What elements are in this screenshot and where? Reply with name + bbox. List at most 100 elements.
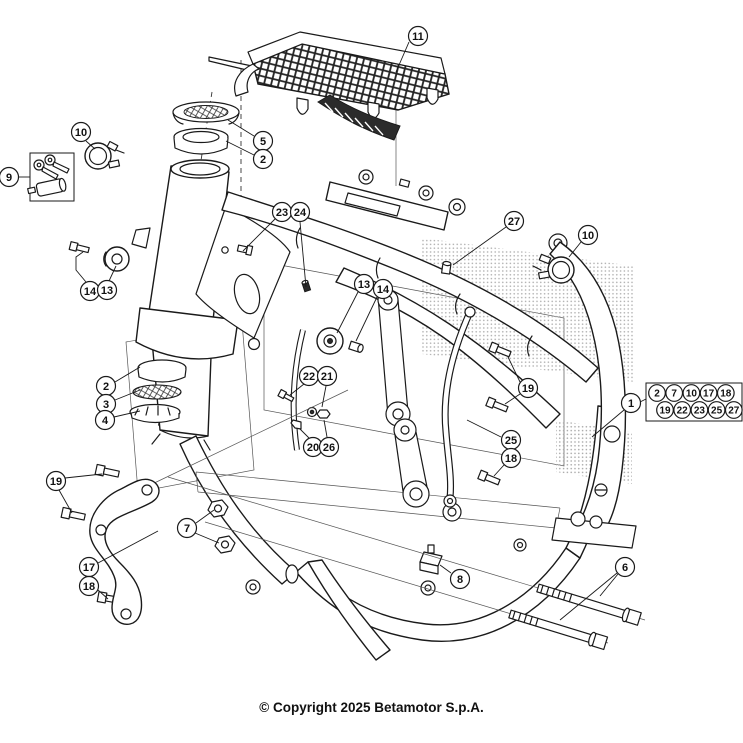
- callout-leader-2: [225, 140, 255, 156]
- fasteners: [60, 241, 646, 651]
- callout-27: [503, 210, 525, 232]
- callout-leader-10: [85, 140, 96, 150]
- mesh-washer: [132, 384, 182, 400]
- callout-6: [614, 556, 636, 578]
- callout-leader-27: [452, 226, 507, 266]
- callout-leader-5: [227, 119, 255, 137]
- callout-leader-1: [639, 398, 647, 403]
- ignition-lock-kit: [27, 152, 75, 202]
- callout-label-19: 19: [50, 476, 62, 488]
- t-nut: [419, 544, 443, 575]
- side-stay-bracket: [89, 389, 349, 625]
- callout-leader-14: [75, 251, 87, 283]
- callout-2: [252, 148, 274, 170]
- legend-label-19: 19: [659, 405, 671, 416]
- legend-callout-2: [648, 384, 666, 402]
- upper-engine-bracket: [325, 169, 568, 253]
- rear-bracket-plate: [549, 241, 637, 549]
- callout-leader-18: [493, 464, 505, 477]
- bearing-cap-ring: [172, 101, 240, 125]
- legend-label-27: 27: [728, 405, 740, 416]
- clamp-right: [532, 253, 575, 284]
- callout-leader-14: [355, 296, 378, 342]
- callout-leader-21: [321, 385, 327, 408]
- ribbed-washer: [129, 403, 181, 424]
- callout-label-13: 13: [101, 285, 113, 297]
- legend-label-10: 10: [686, 388, 698, 399]
- flange-nut: [207, 499, 236, 554]
- callout-21: [316, 365, 338, 387]
- copyright-text: © Copyright 2025 Betamotor S.p.A.: [259, 700, 484, 715]
- legend-label-2: 2: [654, 388, 660, 399]
- callout-leader-22: [289, 383, 305, 396]
- callout-label-20: 20: [307, 442, 319, 454]
- callout-13: [353, 273, 375, 295]
- callout-leader-19: [507, 356, 521, 383]
- callout-label-3: 3: [103, 399, 109, 411]
- callout-leader-19: [58, 489, 73, 514]
- callout-leader-24: [299, 221, 307, 288]
- callout-19: [517, 377, 539, 399]
- callout-label-7: 7: [184, 523, 190, 535]
- callout-10: [577, 224, 599, 246]
- callout-label-1: 1: [628, 398, 634, 410]
- callout-label-11: 11: [412, 31, 424, 43]
- callout-leader-13: [108, 265, 117, 282]
- footrest-plate: [208, 31, 450, 280]
- callout-1: [620, 392, 642, 414]
- legend-callout-25: [707, 401, 726, 419]
- legend-label-7: 7: [671, 388, 677, 399]
- callout-26: [318, 436, 340, 458]
- callout-label-27: 27: [508, 216, 520, 228]
- washer-stack: [129, 359, 187, 424]
- callout-label-26: 26: [323, 442, 335, 454]
- callout-leader-11: [395, 41, 410, 73]
- callout-9: [0, 166, 20, 188]
- callout-label-10: 10: [75, 127, 87, 139]
- callout-leader-26: [323, 419, 328, 438]
- legend-callout-19: [656, 401, 674, 419]
- callout-label-17: 17: [83, 562, 95, 574]
- callout-leader-19: [504, 393, 521, 405]
- lower-bearing-ring: [137, 359, 187, 383]
- callout-leader-3: [114, 389, 141, 401]
- callout-24: [289, 201, 311, 223]
- callout-leader-13: [336, 291, 359, 334]
- callout-leader-4: [113, 410, 141, 418]
- legend-callout-17: [699, 384, 718, 402]
- legend-callout-22: [673, 401, 692, 419]
- callout-label-10: 10: [582, 230, 594, 242]
- callout-leader-17: [97, 530, 159, 564]
- callout-label-8: 8: [457, 574, 463, 586]
- callout-14: [372, 278, 394, 300]
- legend-label-23: 23: [694, 405, 706, 416]
- callout-8: [449, 568, 471, 590]
- callout-label-2: 2: [260, 154, 266, 166]
- callout-label-4: 4: [102, 415, 109, 427]
- callout-label-18: 18: [505, 453, 517, 465]
- callout-leader-7: [194, 532, 220, 544]
- callout-leader-8: [439, 564, 452, 574]
- legend-label-25: 25: [711, 405, 723, 416]
- callout-label-6: 6: [622, 562, 628, 574]
- callout-leader-7: [195, 509, 215, 524]
- callout-leader-2: [114, 366, 141, 383]
- long-bolt: [536, 583, 642, 626]
- legend-label-17: 17: [703, 388, 715, 399]
- callout-18: [500, 447, 522, 469]
- callout-leader-19: [64, 473, 103, 479]
- callout-label-25: 25: [505, 435, 517, 447]
- callout-label-23: 23: [276, 207, 288, 219]
- callout-leader-10: [568, 241, 582, 258]
- callout-4: [94, 409, 116, 431]
- callout-13: [96, 279, 118, 301]
- legend-callout-18: [716, 384, 735, 402]
- callout-label-19: 19: [522, 383, 534, 395]
- callout-label-14: 14: [377, 284, 390, 296]
- clamp-left: [84, 140, 125, 170]
- callout-label-21: 21: [321, 371, 333, 383]
- callout-leader-1: [591, 409, 625, 438]
- legend-callout-7: [665, 384, 684, 402]
